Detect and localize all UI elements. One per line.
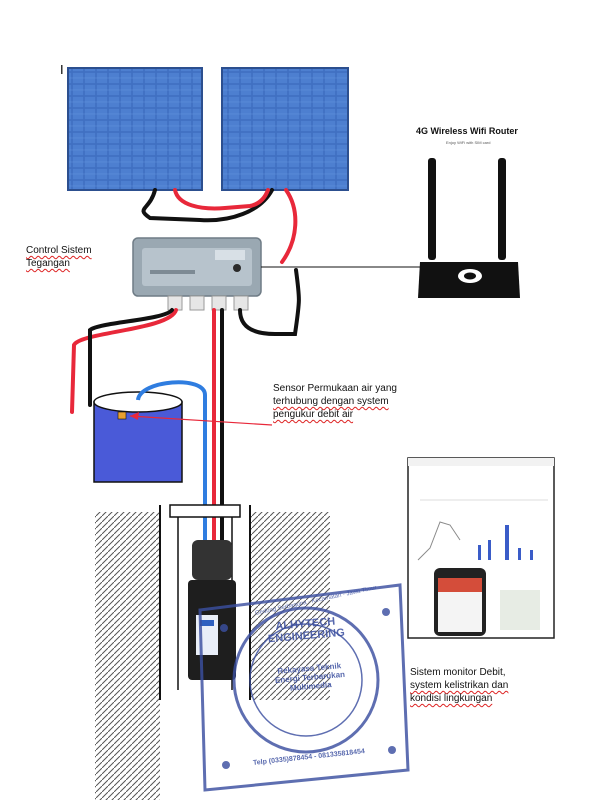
app-bar-chart: [478, 525, 533, 560]
solar-panel-right: [221, 67, 349, 191]
well-borehole: [95, 504, 330, 800]
text-cursor-mark: I: [60, 62, 64, 77]
solar-panel-left: [67, 67, 203, 191]
label-sensor-line1: Sensor Permukaan air yang: [273, 383, 397, 394]
label-control-system: Control Sistem Tegangan: [26, 244, 92, 270]
water-tank: [93, 391, 183, 483]
voltage-controller: [132, 237, 262, 311]
label-monitor-line2: system kelistrikan dan: [410, 680, 509, 691]
panel-wiring: [141, 188, 298, 264]
stamp-text: ALHYTECH ENGINEERING Rekayasa Teknik Ene…: [243, 613, 373, 697]
controller-wiring: [70, 268, 301, 542]
label-sensor: Sensor Permukaan air yang terhubung deng…: [273, 382, 397, 421]
label-monitor: Sistem monitor Debit, system kelistrikan…: [410, 666, 508, 705]
label-control-line2: Tegangan: [26, 258, 70, 269]
router-subtitle: Enjoy WiFi with SIM card: [446, 140, 491, 145]
label-monitor-line3: kondisi lingkungan: [410, 693, 493, 704]
controller-glands: [167, 295, 249, 311]
label-monitor-line1: Sistem monitor Debit,: [410, 667, 506, 678]
label-sensor-line3: pengukur debit air: [273, 409, 354, 420]
wifi-router: [418, 158, 520, 298]
router-title: 4G Wireless Wifi Router: [416, 126, 518, 136]
sensor-pointer: [129, 415, 273, 426]
label-sensor-line2: terhubung dengan system: [273, 396, 389, 407]
company-stamp: [198, 583, 410, 792]
sensor-pointer-arrow: [130, 412, 139, 420]
water-level-sensor: [117, 411, 127, 420]
water-pipe: [136, 380, 207, 540]
monitoring-app-screenshot: [407, 457, 555, 639]
label-control-line1: Control Sistem: [26, 245, 92, 256]
